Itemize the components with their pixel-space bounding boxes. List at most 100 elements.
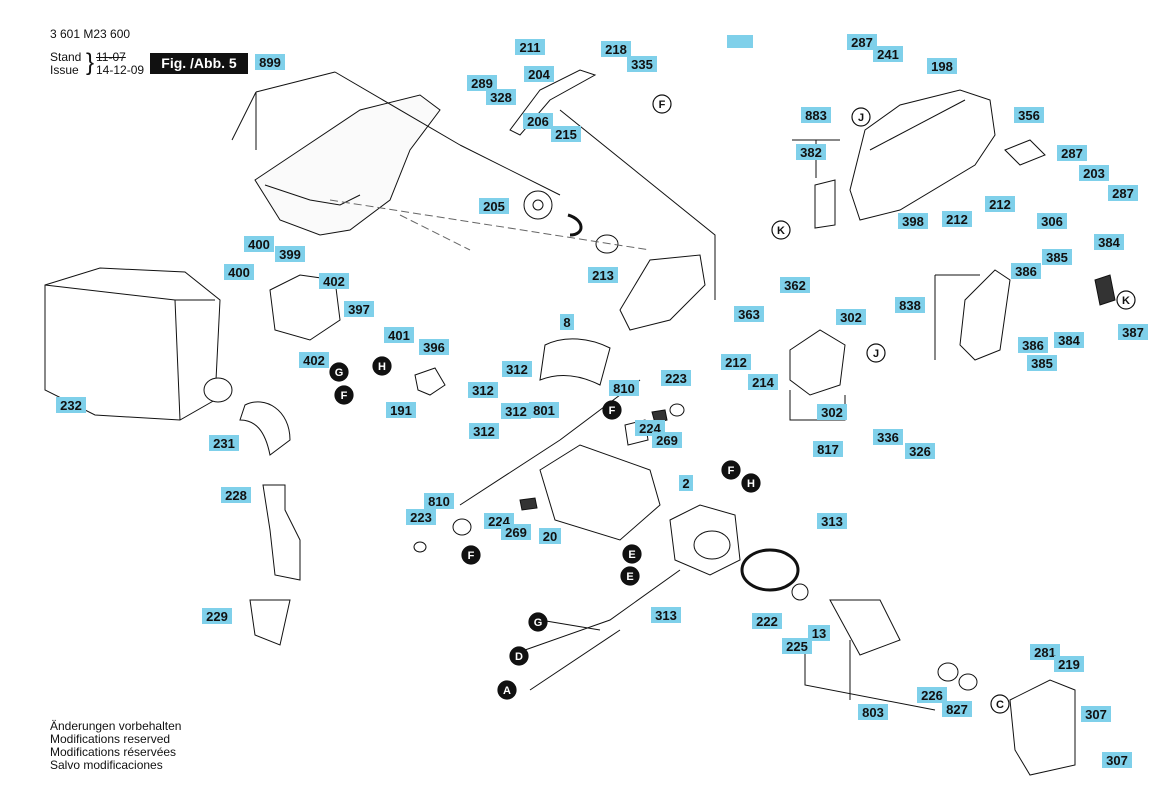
part-label: 2	[682, 476, 689, 491]
part-label-bg	[224, 264, 254, 280]
color-mark	[727, 35, 753, 48]
callout-circle	[329, 362, 349, 382]
part-label: 385	[1046, 250, 1068, 265]
part-label: 400	[228, 265, 250, 280]
callout-letter: A	[503, 685, 511, 697]
callout-letter: H	[747, 478, 755, 490]
part-label-bg	[406, 509, 436, 525]
part-label: 402	[303, 353, 325, 368]
part-label-bg	[651, 607, 681, 623]
part-label: 827	[946, 702, 968, 717]
part-label: 8	[563, 315, 570, 330]
part-label: 241	[877, 47, 899, 62]
callout-circle	[741, 473, 761, 493]
part-label-bg	[469, 423, 499, 439]
part-label: 229	[206, 609, 228, 624]
part-label-bg	[1102, 752, 1132, 768]
part-label-bg	[486, 89, 516, 105]
part-label-bg	[796, 144, 826, 160]
part-label-bg	[917, 687, 947, 703]
callout-letter: G	[534, 617, 543, 629]
callout-circle	[990, 694, 1010, 714]
note-fr: Modifications réservées	[50, 745, 177, 759]
part-label-bg	[501, 524, 531, 540]
part-label: 312	[505, 404, 527, 419]
callout-circle	[602, 400, 622, 420]
callout-circle	[372, 356, 392, 376]
part-label-bg	[734, 306, 764, 322]
part-label: 803	[862, 705, 884, 720]
part-label: 226	[921, 688, 943, 703]
callout-letter: E	[628, 549, 635, 561]
part-label-bg	[898, 213, 928, 229]
part-label: 215	[555, 127, 577, 142]
part-label-bg	[873, 46, 903, 62]
part-label: 20	[543, 529, 557, 544]
part-label: 198	[931, 59, 953, 74]
part-label-bg	[275, 246, 305, 262]
callout-circle	[334, 385, 354, 405]
stand-label: Stand	[50, 50, 82, 64]
callout-circle	[721, 460, 741, 480]
part-label: 335	[631, 57, 653, 72]
part-label: 399	[279, 247, 301, 262]
part-label-bg	[817, 404, 847, 420]
callout-letter: K	[1122, 295, 1130, 307]
part-label-bg	[244, 236, 274, 252]
part-label: 302	[821, 405, 843, 420]
part-label-bg	[895, 297, 925, 313]
part-label: 214	[752, 375, 774, 390]
part-label-bg	[1108, 185, 1138, 201]
part-label: 225	[786, 639, 808, 654]
part-label: 212	[989, 197, 1011, 212]
part-label-bg	[319, 273, 349, 289]
part-label: 386	[1015, 264, 1037, 279]
callout-circle	[1116, 290, 1136, 310]
part-label: 269	[505, 525, 527, 540]
part-label-bg	[299, 352, 329, 368]
callout-letter: F	[659, 99, 666, 111]
part-label: 13	[812, 626, 826, 641]
part-label: 400	[248, 237, 270, 252]
part-label: 387	[1122, 325, 1144, 340]
callout-letter: K	[777, 225, 785, 237]
blade-guard-shape	[254, 94, 441, 236]
part-label-bg	[424, 493, 454, 509]
part-label-bg	[255, 54, 285, 70]
part-label-bg	[1014, 107, 1044, 123]
part-label-bg	[858, 704, 888, 720]
part-label: 228	[225, 488, 247, 503]
part-label: 302	[840, 310, 862, 325]
part-label: 223	[410, 510, 432, 525]
part-label-bg	[202, 608, 232, 624]
modification-notes: Änderungen vorbehalten Modifications res…	[50, 720, 181, 772]
part-label: 362	[784, 278, 806, 293]
callout-letter: J	[873, 348, 879, 360]
part-label-bg	[752, 613, 782, 629]
part-label: 398	[902, 214, 924, 229]
part-label: 307	[1106, 753, 1128, 768]
callout-letter: D	[515, 651, 523, 663]
part-label: 306	[1041, 214, 1063, 229]
part-label: 397	[348, 302, 370, 317]
part-label: 218	[605, 42, 627, 57]
part-label: 313	[655, 608, 677, 623]
part-label: 382	[800, 145, 822, 160]
part-label: 838	[899, 298, 921, 313]
part-label: 223	[665, 371, 687, 386]
part-label: 396	[423, 340, 445, 355]
part-label: 211	[520, 40, 541, 55]
callout-letter: H	[378, 361, 386, 373]
part-label-bg	[524, 66, 554, 82]
part-label-bg	[801, 107, 831, 123]
part-label: 801	[533, 403, 555, 418]
callout-circle	[622, 544, 642, 564]
part-label: 313	[821, 514, 843, 529]
part-label-bg	[1054, 332, 1084, 348]
part-label-bg	[748, 374, 778, 390]
note-de: Änderungen vorbehalten	[50, 719, 182, 733]
part-label-bg	[661, 370, 691, 386]
part-label: 401	[388, 328, 410, 343]
part-label-bg	[1030, 644, 1060, 660]
part-label: 810	[428, 494, 450, 509]
